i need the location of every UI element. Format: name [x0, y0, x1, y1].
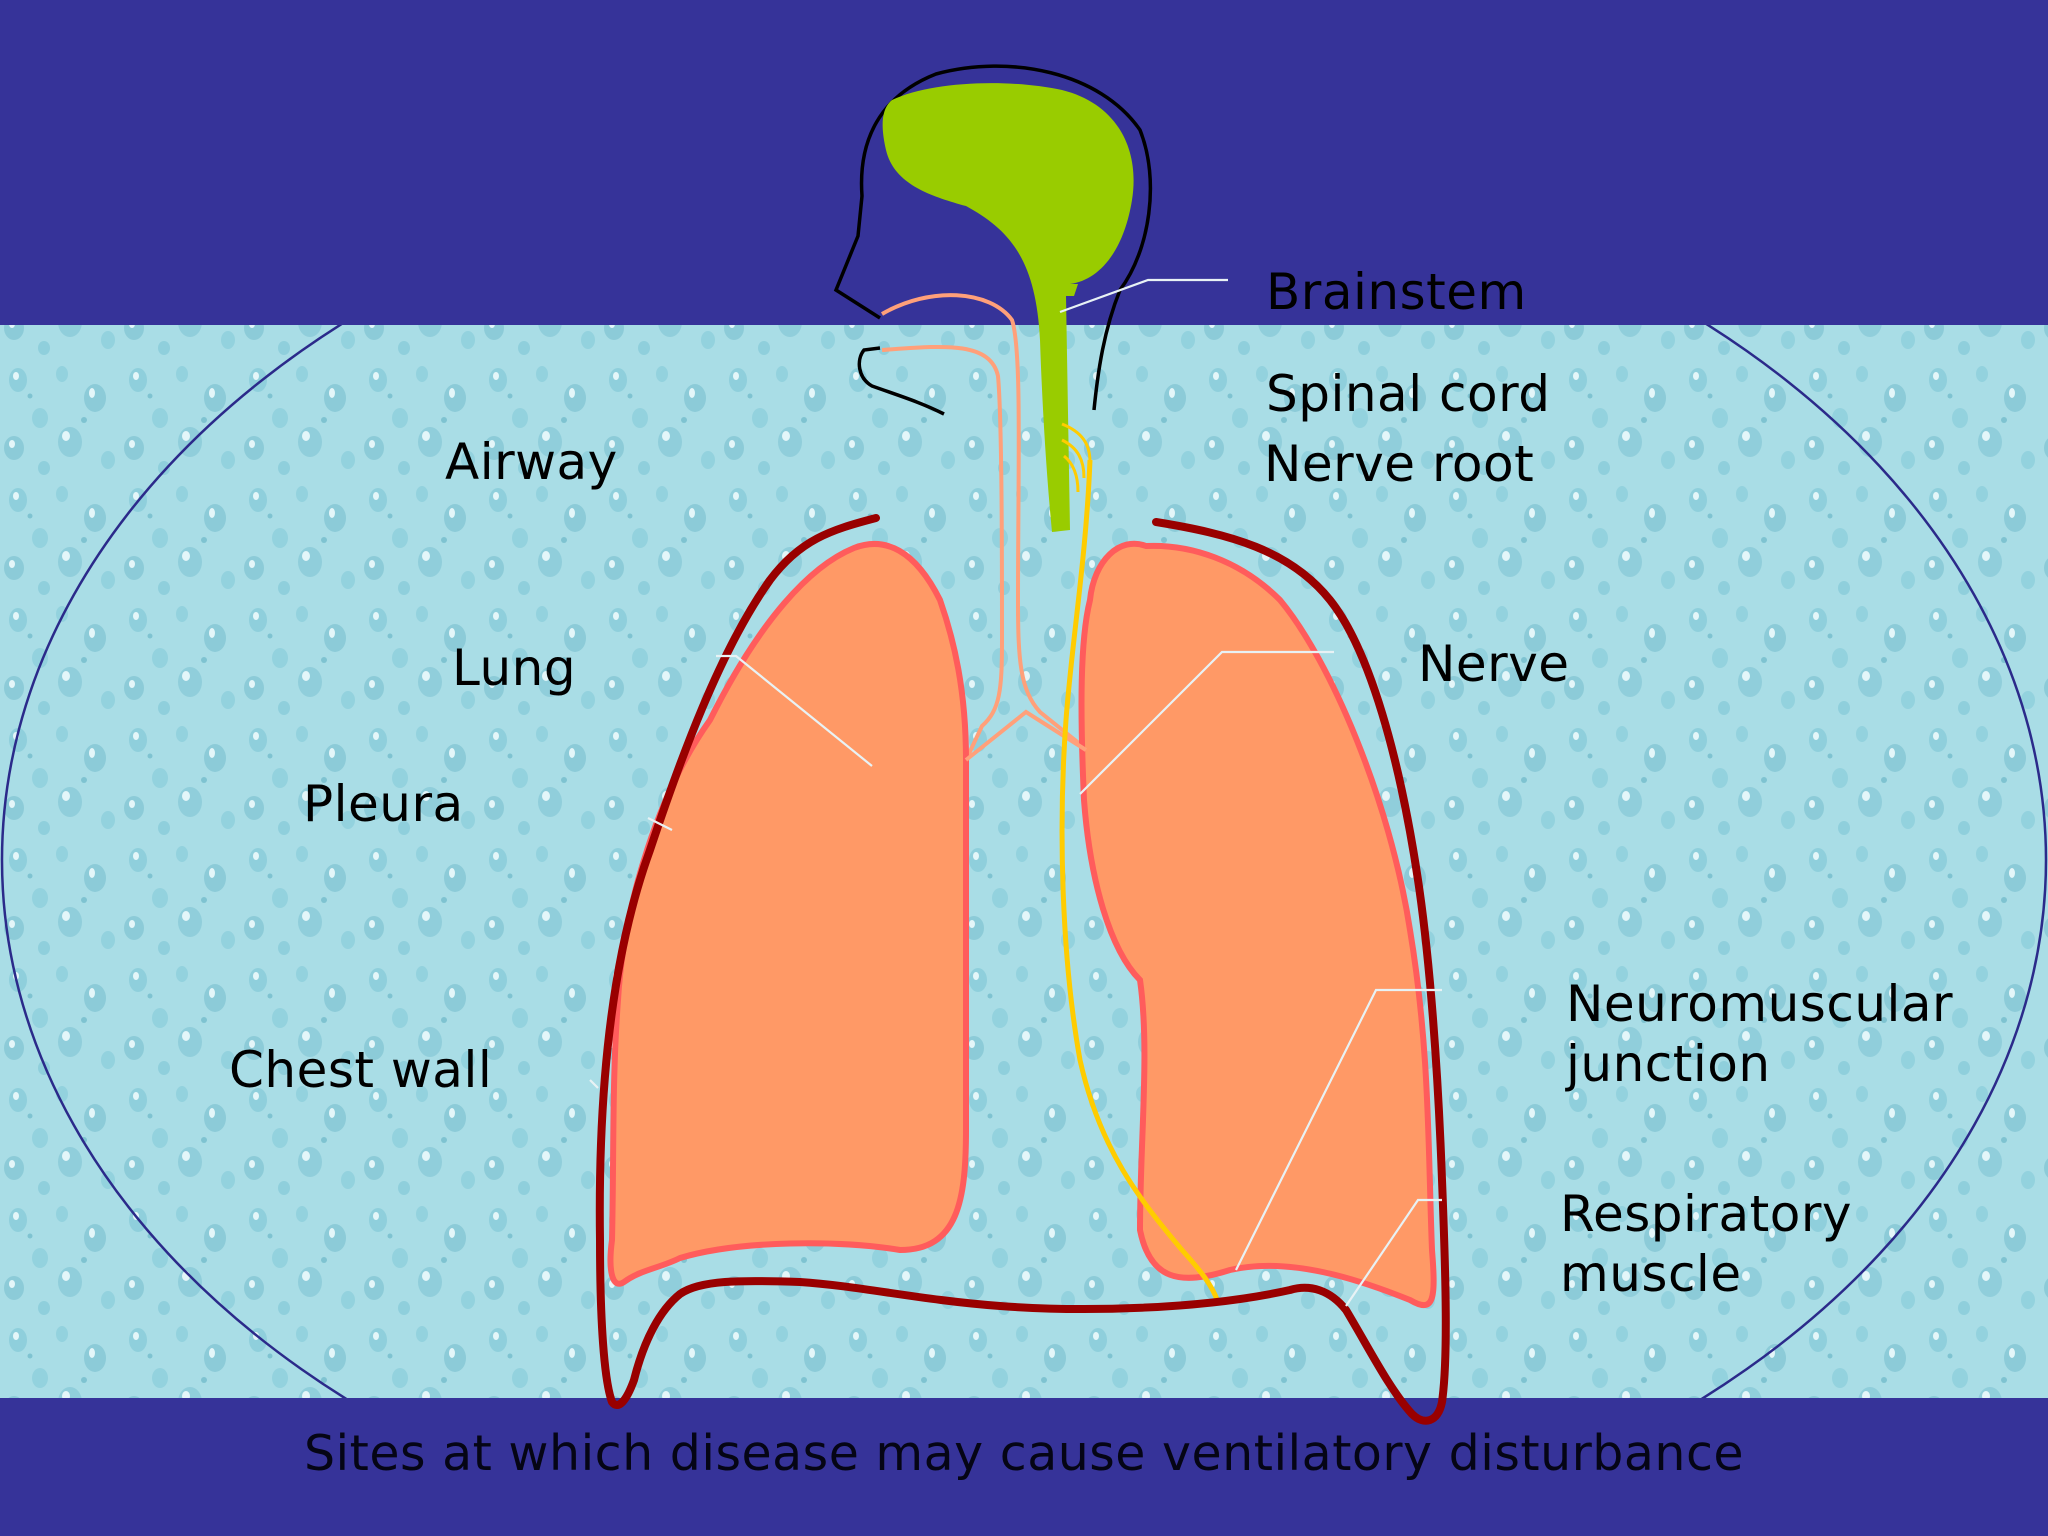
- leader-nerve: [1079, 650, 1334, 795]
- leader-brainstem: [1059, 278, 1228, 314]
- brain: [882, 83, 1134, 533]
- label-lung: Lung: [452, 639, 577, 697]
- label-pleura: Pleura: [303, 775, 464, 833]
- label-brainstem: Brainstem: [1266, 263, 1527, 321]
- label-neuromuscular-line2: junction: [1566, 1035, 1771, 1093]
- leader-respiratory: [1345, 1198, 1442, 1307]
- leader-lines: [589, 278, 1442, 1307]
- textured-panel: [0, 325, 2048, 1398]
- label-respiratory-line1: Respiratory: [1560, 1185, 1852, 1243]
- label-neuromuscular-junction: Neuromuscular junction: [1566, 974, 1953, 1094]
- label-respiratory-line2: muscle: [1560, 1245, 1742, 1303]
- nerve: [1059, 459, 1221, 1303]
- label-nerve-root: Nerve root: [1264, 435, 1535, 493]
- leader-neuromuscular: [1235, 988, 1442, 1271]
- label-spinal-cord: Spinal cord: [1266, 365, 1551, 423]
- head-outline: [833, 64, 1153, 411]
- background-ellipse: [1, 325, 2047, 1398]
- airway: [880, 293, 1082, 761]
- jaw-outline: [857, 346, 945, 416]
- label-chest-wall: Chest wall: [229, 1041, 493, 1099]
- label-neuromuscular-line1: Neuromuscular: [1566, 975, 1954, 1033]
- label-airway: Airway: [445, 433, 618, 491]
- leader-lung: [716, 654, 873, 767]
- right-lung: [1078, 540, 1437, 1308]
- label-respiratory-muscle: Respiratory muscle: [1560, 1184, 1852, 1304]
- label-nerve: Nerve: [1418, 635, 1570, 693]
- nerve-roots: [1061, 422, 1092, 493]
- leader-chest-wall: [589, 1079, 599, 1089]
- caption: Sites at which disease may cause ventila…: [303, 1425, 1745, 1482]
- bottom-band: [0, 1398, 2048, 1536]
- chest-wall-left: [595, 514, 1450, 1425]
- leader-pleura: [647, 817, 673, 831]
